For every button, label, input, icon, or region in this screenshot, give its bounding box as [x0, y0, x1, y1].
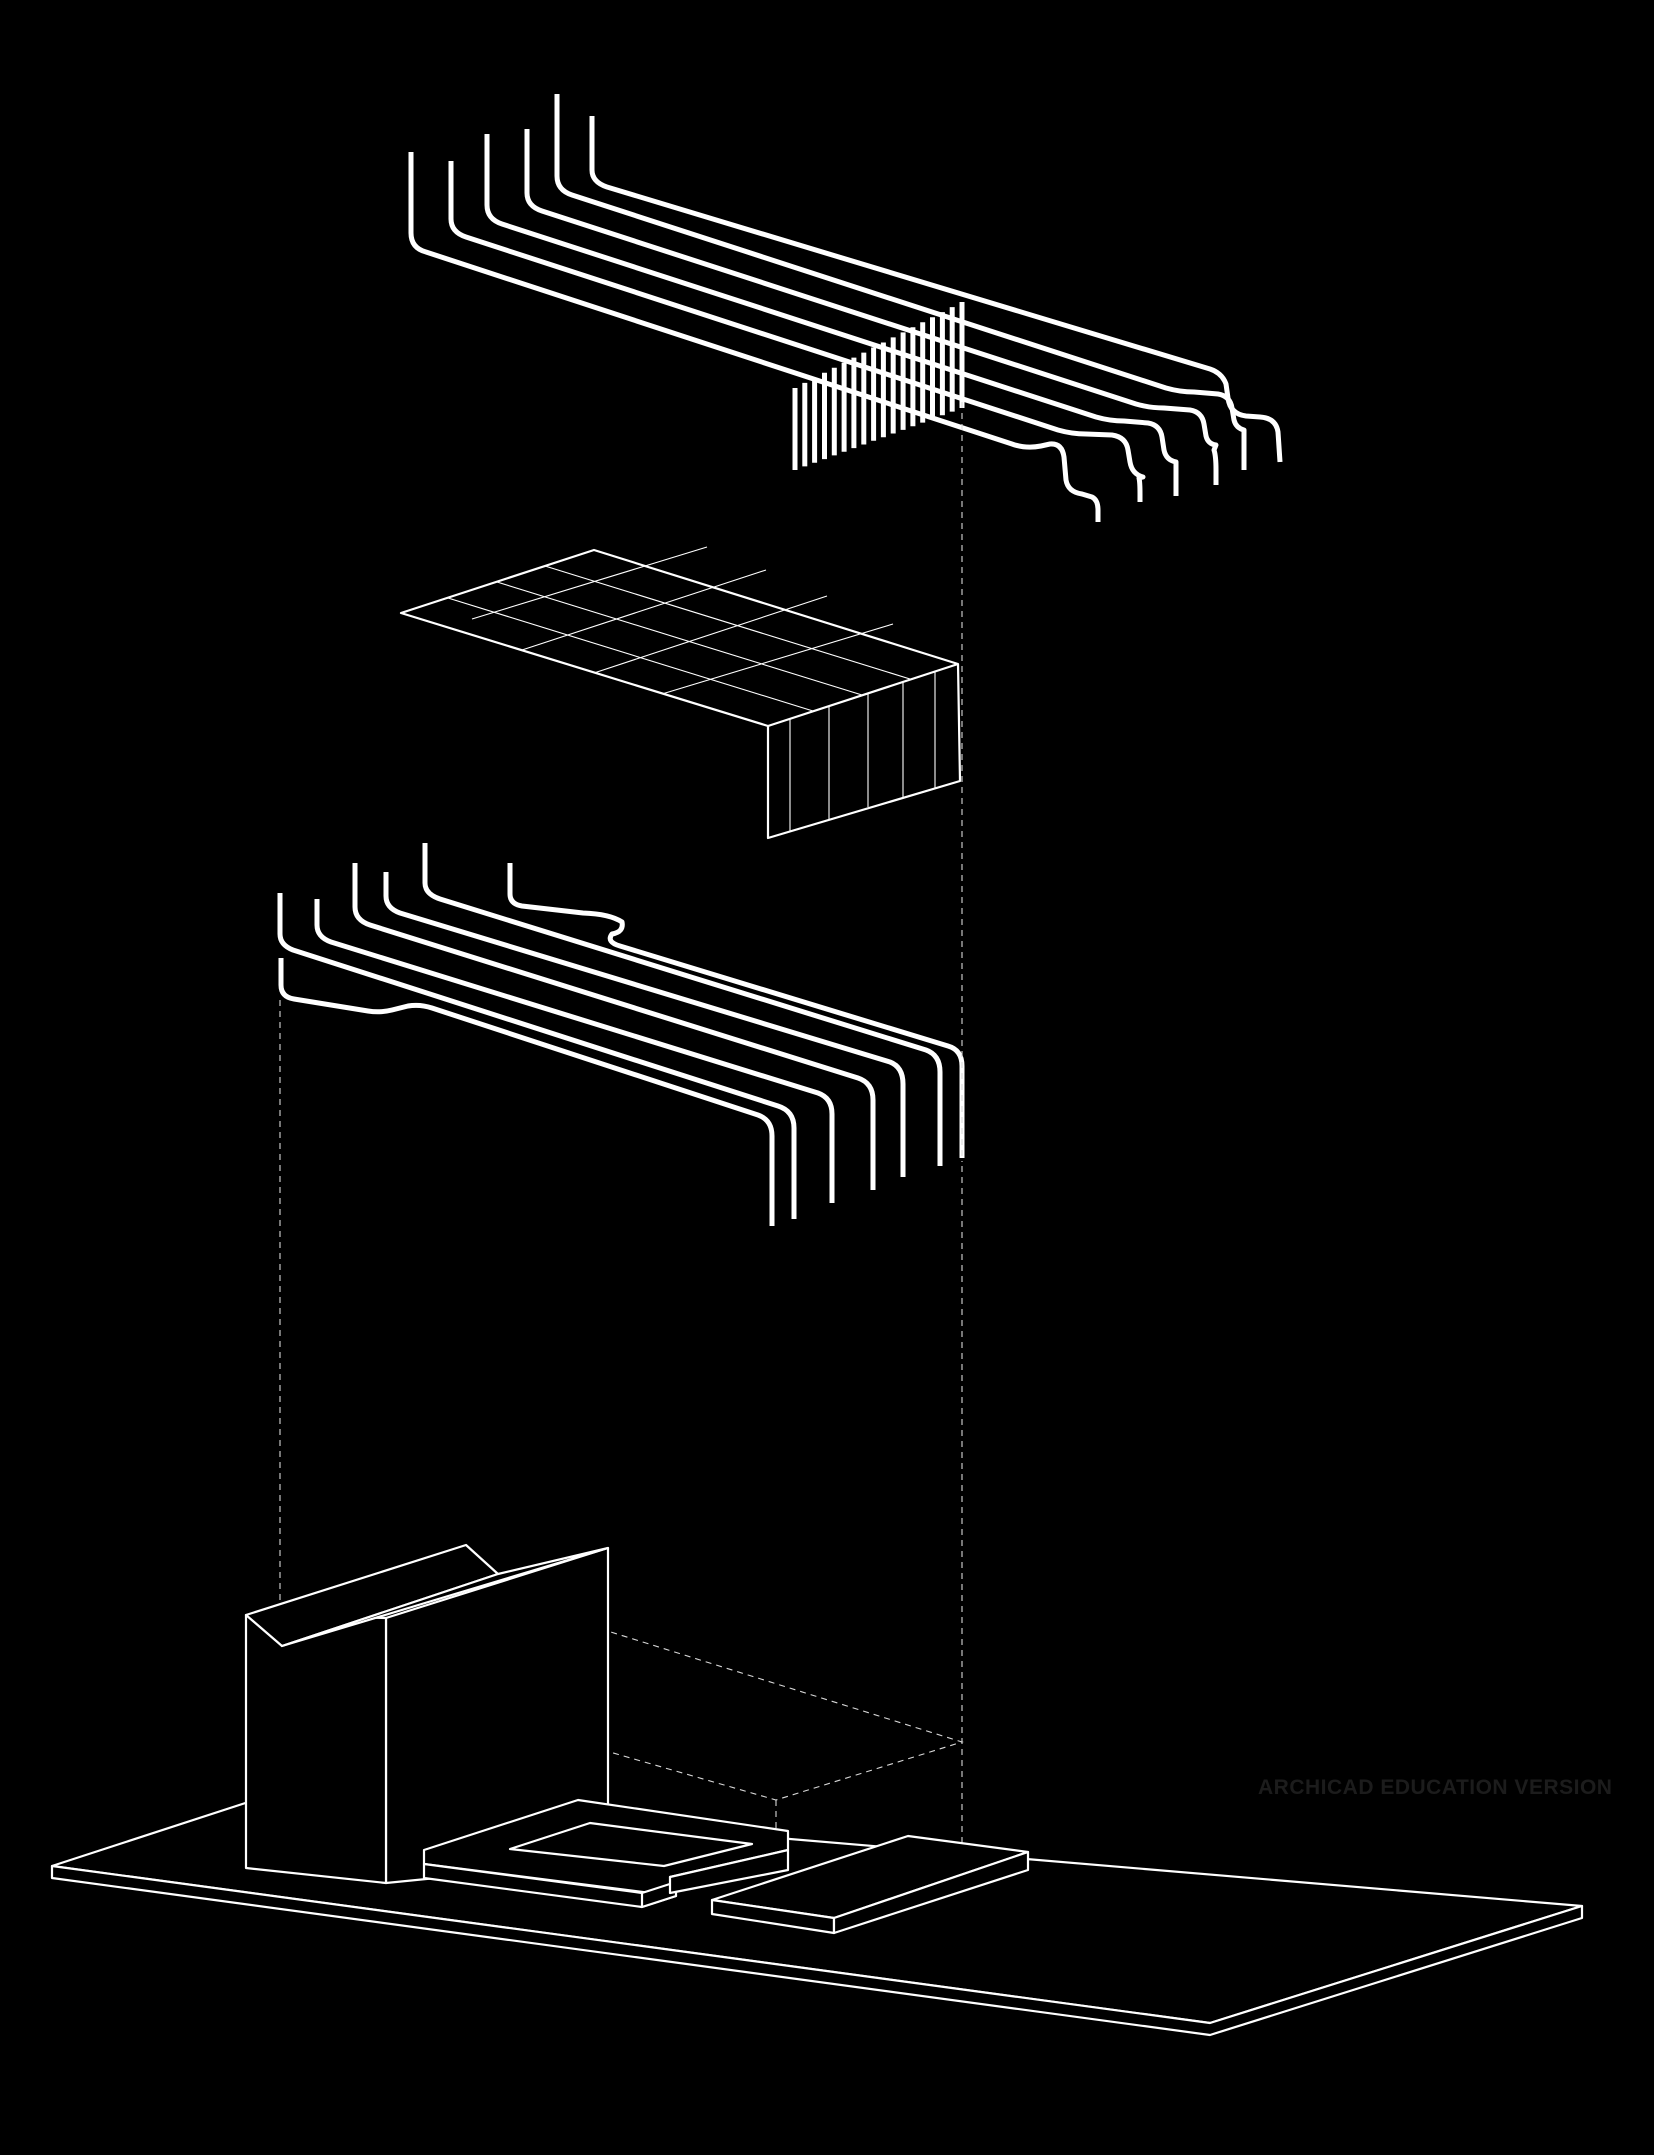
tower-left-face [244, 1613, 388, 1885]
wall-ribbon-2 [277, 893, 797, 1219]
canopy-outline [399, 548, 962, 840]
canopy-grid [447, 546, 936, 831]
roof-ribbon-layer [408, 94, 1283, 522]
u-block-courtyard [508, 1821, 754, 1868]
wall-ribbon-6 [422, 843, 943, 1166]
u-block-side [640, 1880, 678, 1909]
canopy-front-edge [767, 662, 959, 728]
site-base-layer [50, 1543, 1584, 2037]
canopy-slab-layer [399, 546, 962, 840]
site-slab-edge [50, 1864, 1584, 2037]
roof-ribbon-4 [524, 129, 1219, 485]
roof-ribbon-2 [448, 161, 1146, 502]
slab-block-side [832, 1850, 1030, 1935]
roof-ribbon-1 [408, 152, 1101, 522]
wall-ribbon-7 [507, 863, 965, 1158]
u-block-right-side [668, 1848, 790, 1895]
roof-fin-array [792, 302, 965, 470]
tower-roof-right [280, 1546, 610, 1648]
wall-ribbon-3 [314, 899, 835, 1203]
wall-ribbon-layer [277, 843, 965, 1226]
wall-ribbon-1 [278, 958, 775, 1226]
wall-ribbon-4 [352, 863, 876, 1190]
roof-ribbon-6 [589, 116, 1283, 463]
roof-ribbon-5 [554, 94, 1247, 470]
wall-ribbon-5 [383, 872, 906, 1177]
roof-ribbon-3 [484, 134, 1179, 496]
watermark-text: ARCHICAD EDUCATION VERSION [1258, 1776, 1613, 1799]
